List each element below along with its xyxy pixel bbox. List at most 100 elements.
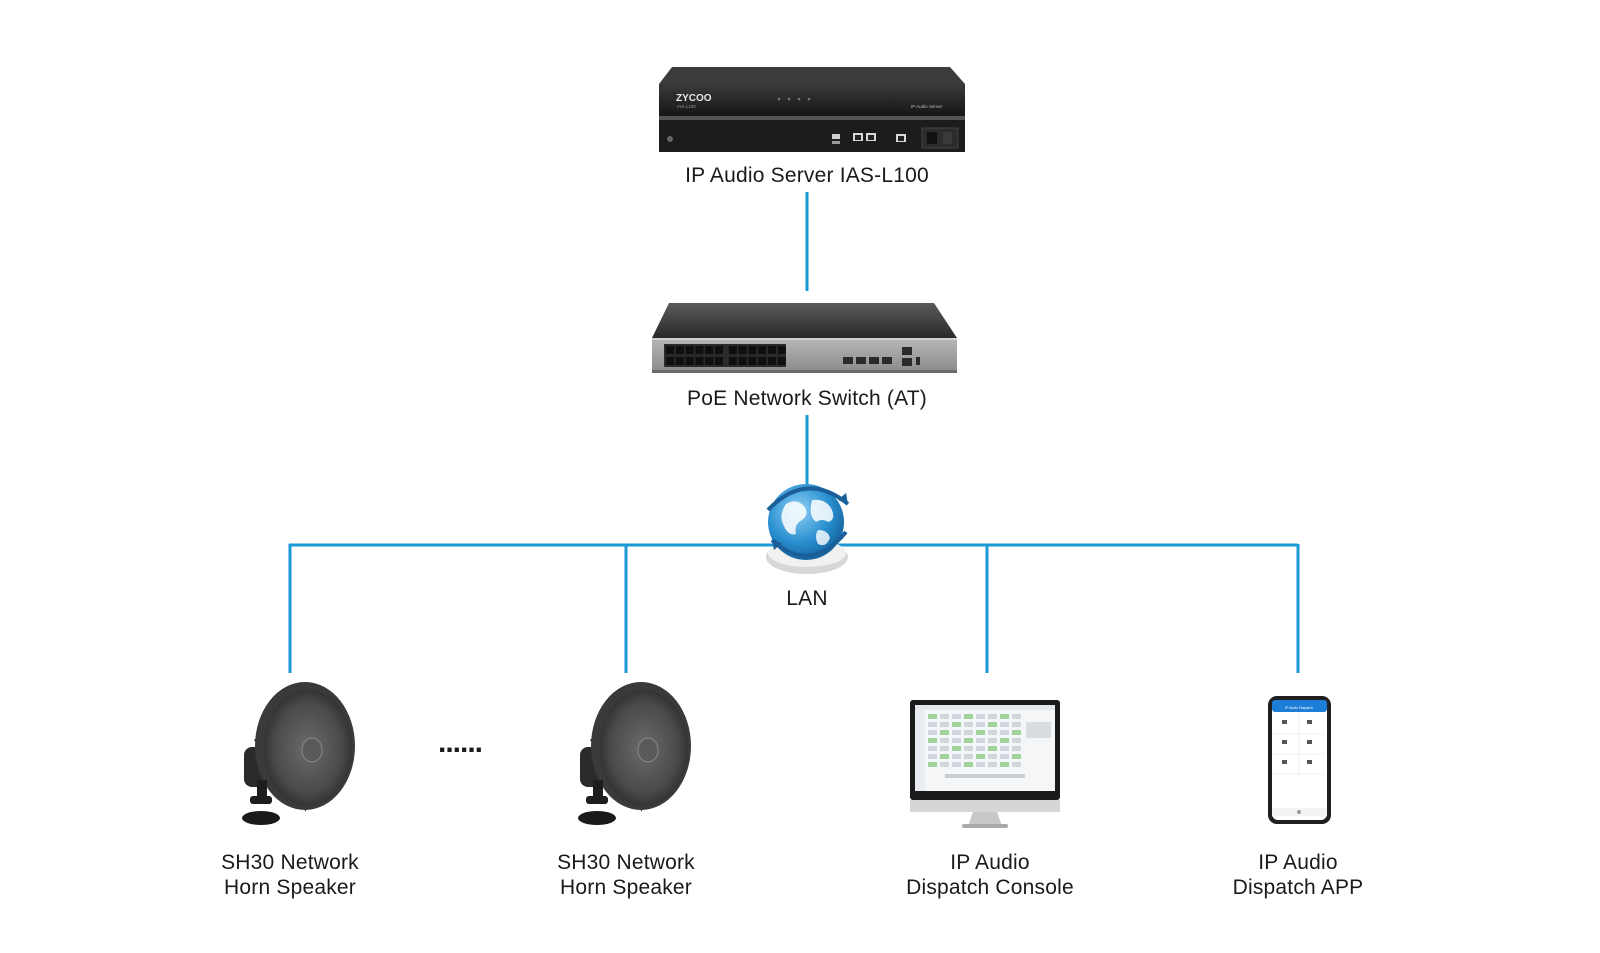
- console-device-tile: [952, 722, 961, 727]
- console-device-tile: [940, 730, 949, 735]
- speaker1-label-line1: SH30 Network: [221, 851, 359, 874]
- switch-port: [758, 357, 767, 365]
- console-device-tile: [988, 754, 997, 759]
- console-device-tile: [988, 762, 997, 767]
- console-device-tile: [988, 738, 997, 743]
- network-switch-icon: [652, 303, 957, 373]
- desktop-monitor-icon: [910, 700, 1060, 828]
- switch-port: [666, 346, 674, 354]
- server-model-text: IAS-L100: [677, 104, 696, 109]
- console-device-tile: [928, 722, 937, 727]
- server-tag-text: IP Audio Server: [911, 104, 943, 109]
- console-device-tile: [940, 762, 949, 767]
- console-device-tile: [940, 746, 949, 751]
- switch-port: [675, 346, 684, 354]
- speaker2-label-line1: SH30 Network: [557, 851, 695, 874]
- app-label: IP Audio Dispatch APP: [1178, 850, 1418, 900]
- switch-port: [715, 346, 723, 354]
- switch-port: [705, 346, 714, 354]
- console-device-tile: [1012, 754, 1021, 759]
- console-device-tile: [976, 722, 985, 727]
- smartphone-icon: IP Audio Dispatch: [1268, 696, 1331, 824]
- console-device-tile: [952, 754, 961, 759]
- console-device-tile: [928, 754, 937, 759]
- horn-speaker-icon: [242, 682, 355, 825]
- console-label-line2: Dispatch Console: [906, 876, 1074, 899]
- switch-port: [728, 357, 737, 365]
- console-device-tile: [940, 722, 949, 727]
- globe-network-icon: [766, 484, 850, 574]
- port-grid: [666, 346, 786, 365]
- console-device-tile: [976, 746, 985, 751]
- switch-port: [748, 346, 757, 354]
- console-device-tile: [976, 762, 985, 767]
- console-device-tile: [964, 762, 973, 767]
- console-device-tile: [1012, 746, 1021, 751]
- app-label-line2: Dispatch APP: [1232, 876, 1364, 899]
- console-device-tile: [1012, 722, 1021, 727]
- rack-server-icon: ZYCOO IAS-L100 IP Audio Server: [659, 67, 965, 152]
- console-device-tile: [952, 762, 961, 767]
- switch-port: [695, 346, 704, 354]
- console-device-tile: [964, 754, 973, 759]
- switch-port: [705, 357, 714, 365]
- console-device-tile: [976, 730, 985, 735]
- switch-port: [768, 346, 776, 354]
- console-device-tile: [940, 714, 949, 719]
- console-device-tile: [1000, 762, 1009, 767]
- console-device-tile: [928, 738, 937, 743]
- switch-port: [758, 346, 767, 354]
- console-device-tile: [976, 754, 985, 759]
- switch-port: [777, 357, 786, 365]
- console-device-tile: [1012, 714, 1021, 719]
- console-device-tile: [988, 714, 997, 719]
- switch-port: [768, 357, 776, 365]
- switch-port: [685, 357, 694, 365]
- switch-port: [675, 357, 684, 365]
- console-device-tile: [1000, 746, 1009, 751]
- server-brand-text: ZYCOO: [676, 93, 712, 104]
- console-device-tile: [1012, 730, 1021, 735]
- switch-port: [728, 346, 737, 354]
- console-device-tile: [976, 714, 985, 719]
- console-label-line1: IP Audio: [950, 851, 1030, 874]
- console-device-tile: [988, 730, 997, 735]
- console-device-tile: [964, 714, 973, 719]
- console-device-tile: [1000, 730, 1009, 735]
- console-device-tile: [952, 738, 961, 743]
- console-label: IP Audio Dispatch Console: [870, 850, 1110, 900]
- switch-port: [738, 357, 747, 365]
- sfp-ports: [843, 357, 892, 364]
- switch-port: [666, 357, 674, 365]
- switch-port: [748, 357, 757, 365]
- switch-port: [685, 346, 694, 354]
- console-device-tile: [940, 754, 949, 759]
- switch-port: [777, 346, 786, 354]
- speaker1-label-line2: Horn Speaker: [224, 876, 356, 899]
- switch-port: [738, 346, 747, 354]
- console-device-tile: [928, 714, 937, 719]
- lan-label: LAN: [786, 587, 828, 610]
- ellipsis-text: ......: [438, 726, 482, 759]
- speaker1-label: SH30 Network Horn Speaker: [170, 850, 410, 900]
- switch-label: PoE Network Switch (AT): [687, 387, 927, 410]
- console-device-tile: [976, 738, 985, 743]
- console-device-tile: [928, 730, 937, 735]
- speaker2-label-line2: Horn Speaker: [560, 876, 692, 899]
- console-device-tile: [964, 730, 973, 735]
- server-label: IP Audio Server IAS-L100: [685, 164, 929, 187]
- speaker2-label: SH30 Network Horn Speaker: [506, 850, 746, 900]
- console-device-tile: [1012, 738, 1021, 743]
- switch-port: [695, 357, 704, 365]
- console-device-tile: [928, 746, 937, 751]
- console-device-tile: [952, 730, 961, 735]
- console-device-tile: [940, 738, 949, 743]
- horn-speaker-icon: [578, 682, 691, 825]
- console-device-tile: [988, 746, 997, 751]
- console-device-tile: [1000, 714, 1009, 719]
- console-screen-grid: [928, 714, 1021, 767]
- console-device-tile: [964, 722, 973, 727]
- console-device-tile: [1000, 738, 1009, 743]
- console-device-tile: [952, 746, 961, 751]
